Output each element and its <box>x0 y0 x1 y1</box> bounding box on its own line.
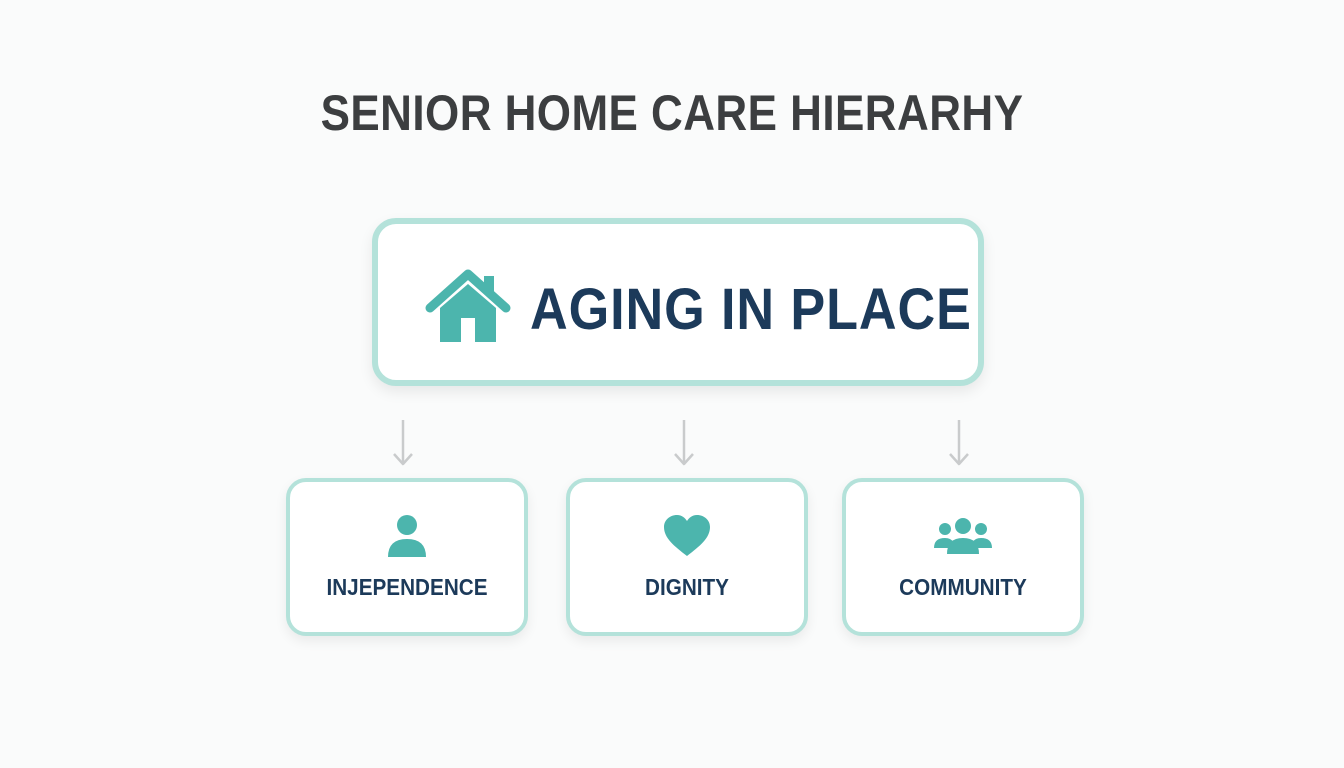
child-node-community: COMMUNITY <box>842 478 1084 636</box>
heart-icon <box>664 515 710 556</box>
person-icon <box>388 515 426 557</box>
connector-arrow <box>674 420 694 466</box>
diagram-title: SENIOR HOME CARE HIERARHY <box>320 85 1024 141</box>
connector-arrow <box>393 420 413 466</box>
child-node-label: INJEPENDENCE <box>326 574 488 600</box>
root-node-label: AGING IN PLACE <box>530 277 972 342</box>
root-node-aging-in-place: AGING IN PLACE <box>372 218 984 386</box>
house-icon <box>425 269 511 342</box>
group-icon <box>934 518 992 554</box>
child-node-label: COMMUNITY <box>899 574 1027 600</box>
child-node-independence: INJEPENDENCE <box>286 478 528 636</box>
child-node-dignity: DIGNITY <box>566 478 808 636</box>
connector-arrow <box>949 420 969 466</box>
child-node-label: DIGNITY <box>645 574 729 600</box>
